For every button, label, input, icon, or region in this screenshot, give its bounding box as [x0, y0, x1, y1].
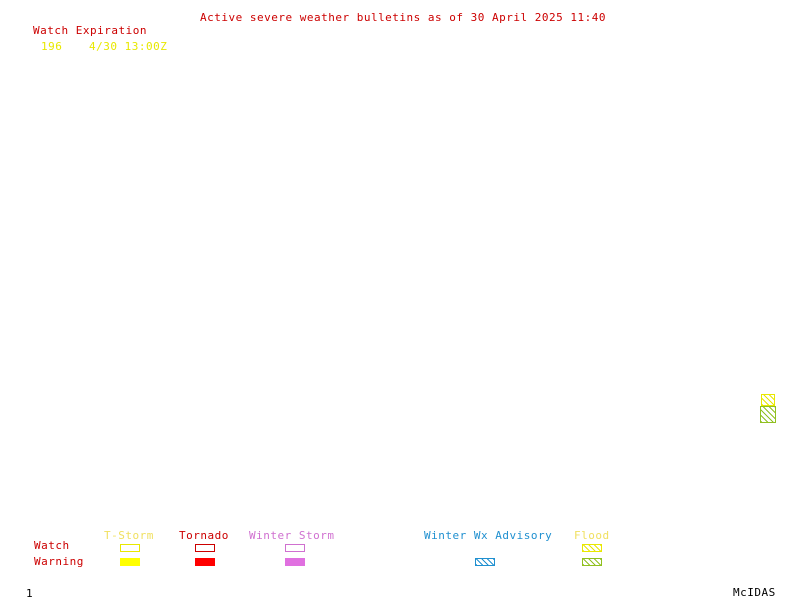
legend-tornado-label: Tornado — [179, 529, 229, 542]
legend-tstorm-label: T-Storm — [104, 529, 154, 542]
map-flood-watch-area — [761, 394, 775, 406]
legend-winter-storm-label: Winter Storm — [249, 529, 335, 542]
bulletin-title: Active severe weather bulletins as of 30… — [200, 11, 606, 24]
frame-number: 1 — [26, 587, 34, 600]
legend-tstorm-warning-swatch — [120, 558, 140, 566]
watch-expiration: 4/30 13:00Z — [89, 40, 168, 53]
map-flood-warning-area — [760, 406, 776, 423]
legend-winter-wx-advisory-swatch — [475, 558, 495, 566]
legend-flood-warning-swatch — [582, 558, 602, 566]
legend-row-warning: Warning — [34, 555, 84, 568]
watch-table-heading: Watch Expiration — [33, 24, 147, 37]
legend-winter-wx-advisory-label: Winter Wx Advisory — [424, 529, 553, 542]
legend-flood-label: Flood — [574, 529, 610, 542]
legend-tornado-warning-swatch — [195, 558, 215, 566]
legend-winter-storm-watch-swatch — [285, 544, 305, 552]
software-label: McIDAS — [733, 586, 776, 599]
legend-tornado-watch-swatch — [195, 544, 215, 552]
legend-flood-watch-swatch — [582, 544, 602, 552]
legend-tstorm-watch-swatch — [120, 544, 140, 552]
legend-winter-storm-warning-swatch — [285, 558, 305, 566]
legend-row-watch: Watch — [34, 539, 70, 552]
watch-number: 196 — [41, 40, 63, 53]
